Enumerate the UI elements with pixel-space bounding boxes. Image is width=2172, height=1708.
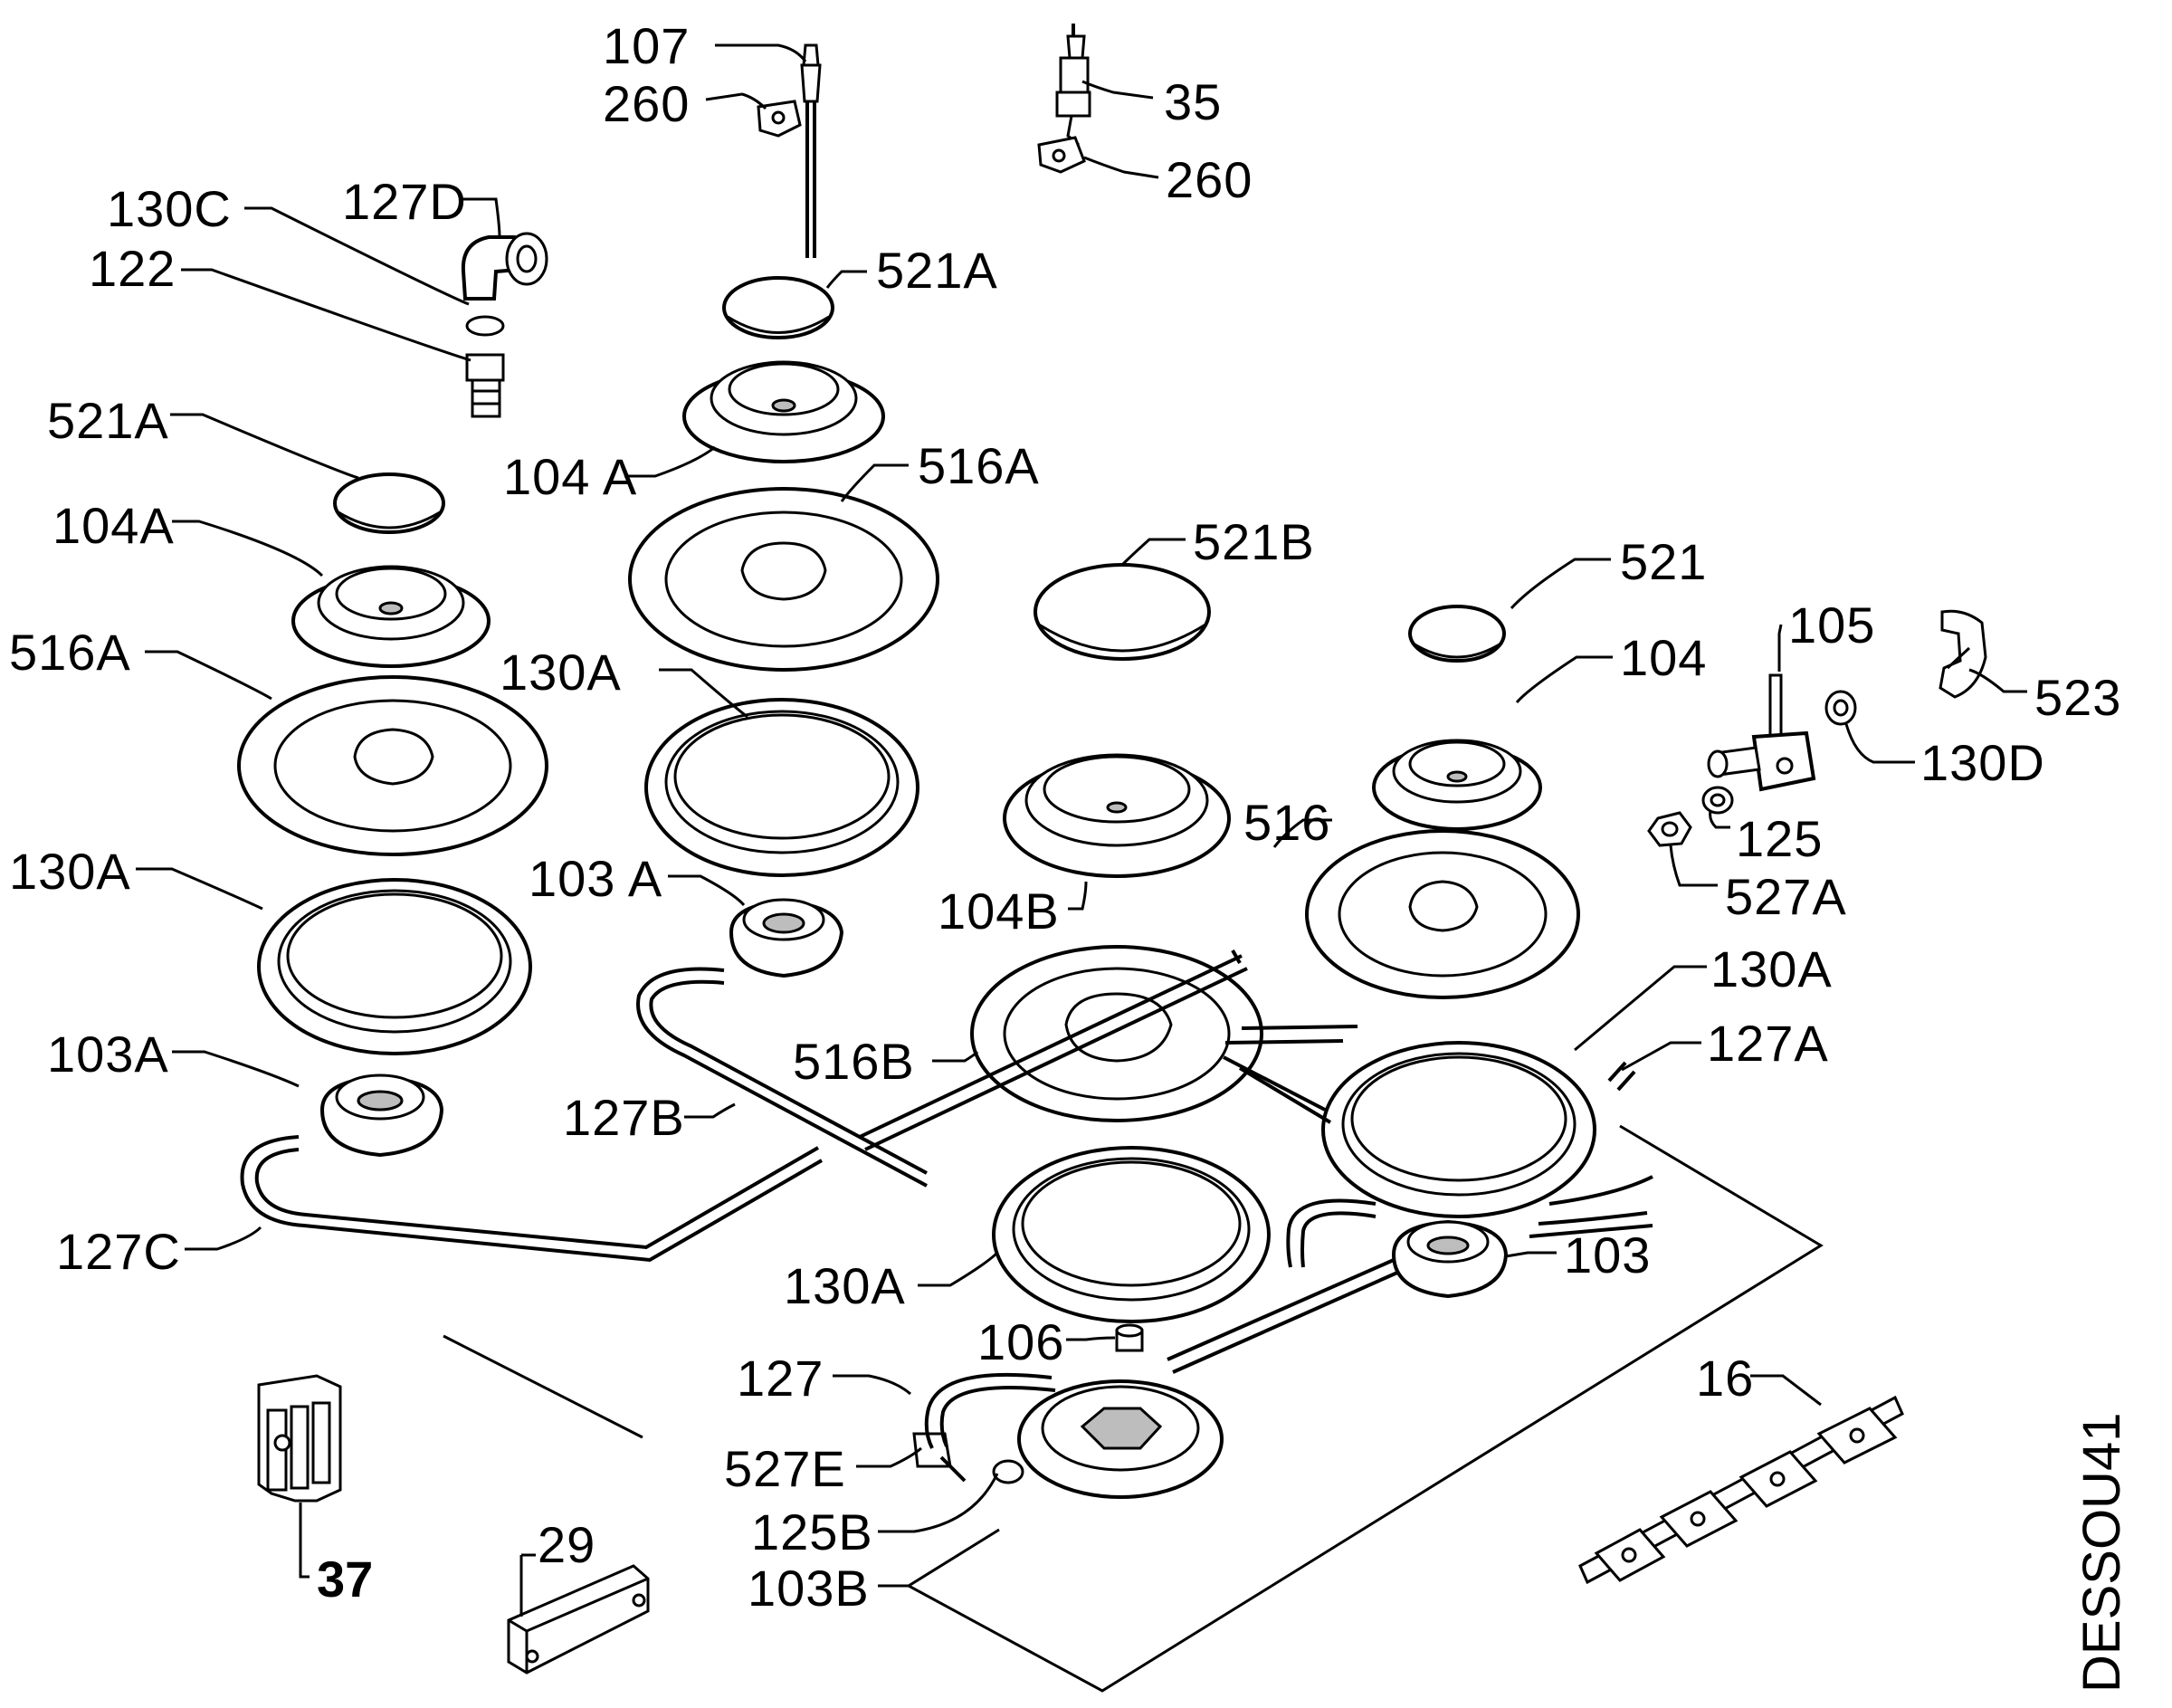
- part-122-injector: [465, 353, 505, 418]
- part-103a-burner-body-left: [319, 1073, 444, 1158]
- part-516a-cover-top: [628, 487, 939, 672]
- part-130a-ring-top: [644, 698, 919, 877]
- label-130a: 130A: [784, 1257, 906, 1314]
- label-103: 103: [1564, 1226, 1651, 1283]
- label-516a: 516A: [9, 624, 131, 681]
- label-130d: 130D: [1920, 734, 2045, 791]
- part-516b-cover: [970, 945, 1263, 1122]
- part-104b-crown: [1003, 753, 1231, 878]
- part-105-valve: [1707, 673, 1816, 792]
- part-104a-crown-top: [682, 360, 885, 463]
- part-130a-ring-right: [1321, 1041, 1596, 1218]
- label-130a: 130A: [500, 644, 622, 701]
- part-130a-ring-bottom: [992, 1146, 1271, 1323]
- part-130d-washer: [1824, 690, 1857, 726]
- label-130a: 130A: [1710, 940, 1833, 997]
- part-103b-burner-body: [1017, 1379, 1224, 1499]
- part-103-burner-body: [1391, 1219, 1509, 1299]
- part-127d-elbow: [461, 232, 548, 301]
- gas-pipes: [240, 949, 1824, 1693]
- label-103b: 103B: [748, 1560, 870, 1617]
- part-37-switch: [257, 1374, 342, 1503]
- part-521a-cap-top: [722, 276, 834, 339]
- part-29-bracket: [507, 1564, 650, 1675]
- label-16: 16: [1696, 1350, 1754, 1407]
- label-125: 125: [1736, 810, 1823, 867]
- label-35: 35: [1164, 73, 1222, 130]
- drawing-code: DESSOU41: [2072, 1413, 2131, 1693]
- part-527a-nut: [1647, 811, 1692, 847]
- label-260: 260: [1166, 151, 1253, 208]
- label-527a: 527A: [1725, 868, 1847, 925]
- label-107: 107: [603, 17, 690, 74]
- label-130a: 130A: [9, 843, 131, 900]
- label-106: 106: [977, 1313, 1064, 1370]
- part-521-cap: [1408, 605, 1506, 663]
- label-516: 516: [1243, 794, 1330, 851]
- label-516b: 516B: [793, 1033, 915, 1090]
- label-130c: 130C: [107, 180, 232, 237]
- label-521: 521: [1620, 533, 1707, 590]
- part-260-clip-top: [757, 100, 802, 138]
- part-16-terminal-block: [1578, 1395, 1904, 1585]
- label-104: 104: [1620, 629, 1707, 686]
- part-106-injector: [1115, 1323, 1144, 1352]
- label-521b: 521B: [1193, 513, 1315, 570]
- label-104b: 104B: [938, 883, 1060, 940]
- label-104a: 104 A: [503, 448, 637, 505]
- part-521a-cap-left: [333, 472, 445, 534]
- label-103a: 103 A: [529, 850, 662, 907]
- label-521a: 521A: [47, 392, 169, 449]
- label-103a: 103A: [47, 1026, 169, 1083]
- part-130c-washer: [465, 315, 505, 337]
- part-516-cover: [1305, 829, 1580, 999]
- part-130a-ring-left: [257, 878, 532, 1055]
- part-260-clip-right: [1037, 136, 1086, 174]
- part-527e-fitting: [912, 1432, 967, 1483]
- leader-lines: [136, 43, 2027, 1617]
- label-516a: 516A: [918, 437, 1040, 494]
- part-125b-nut: [992, 1459, 1024, 1484]
- part-125-nut: [1701, 786, 1734, 815]
- label-125b: 125B: [751, 1503, 873, 1560]
- label-29: 29: [538, 1516, 595, 1573]
- part-523-bracket: [1939, 609, 1987, 699]
- part-104-crown: [1372, 739, 1542, 831]
- label-260: 260: [603, 75, 690, 132]
- label-122: 122: [89, 240, 176, 297]
- label-104a: 104A: [52, 497, 175, 554]
- part-35-electrode: [1055, 24, 1091, 147]
- label-127: 127: [737, 1350, 824, 1407]
- label-127b: 127B: [563, 1089, 685, 1146]
- label-127d: 127D: [342, 173, 467, 230]
- part-516a-cover-left: [237, 675, 548, 856]
- label-127c: 127C: [56, 1223, 181, 1280]
- label-37: 37: [317, 1551, 373, 1608]
- label-105: 105: [1788, 596, 1875, 654]
- part-107-probe: [800, 43, 822, 258]
- label-521a: 521A: [876, 242, 998, 299]
- label-523: 523: [2034, 669, 2121, 726]
- label-527e: 527E: [724, 1440, 846, 1497]
- part-104a-crown-left: [291, 565, 491, 668]
- callout-labels: 107 260 35 260 130C 127D 122 521A 521A 1…: [9, 17, 2131, 1693]
- part-103a-burner-body-mid: [729, 898, 844, 978]
- part-521b-cap: [1034, 563, 1211, 661]
- label-127a: 127A: [1707, 1015, 1829, 1072]
